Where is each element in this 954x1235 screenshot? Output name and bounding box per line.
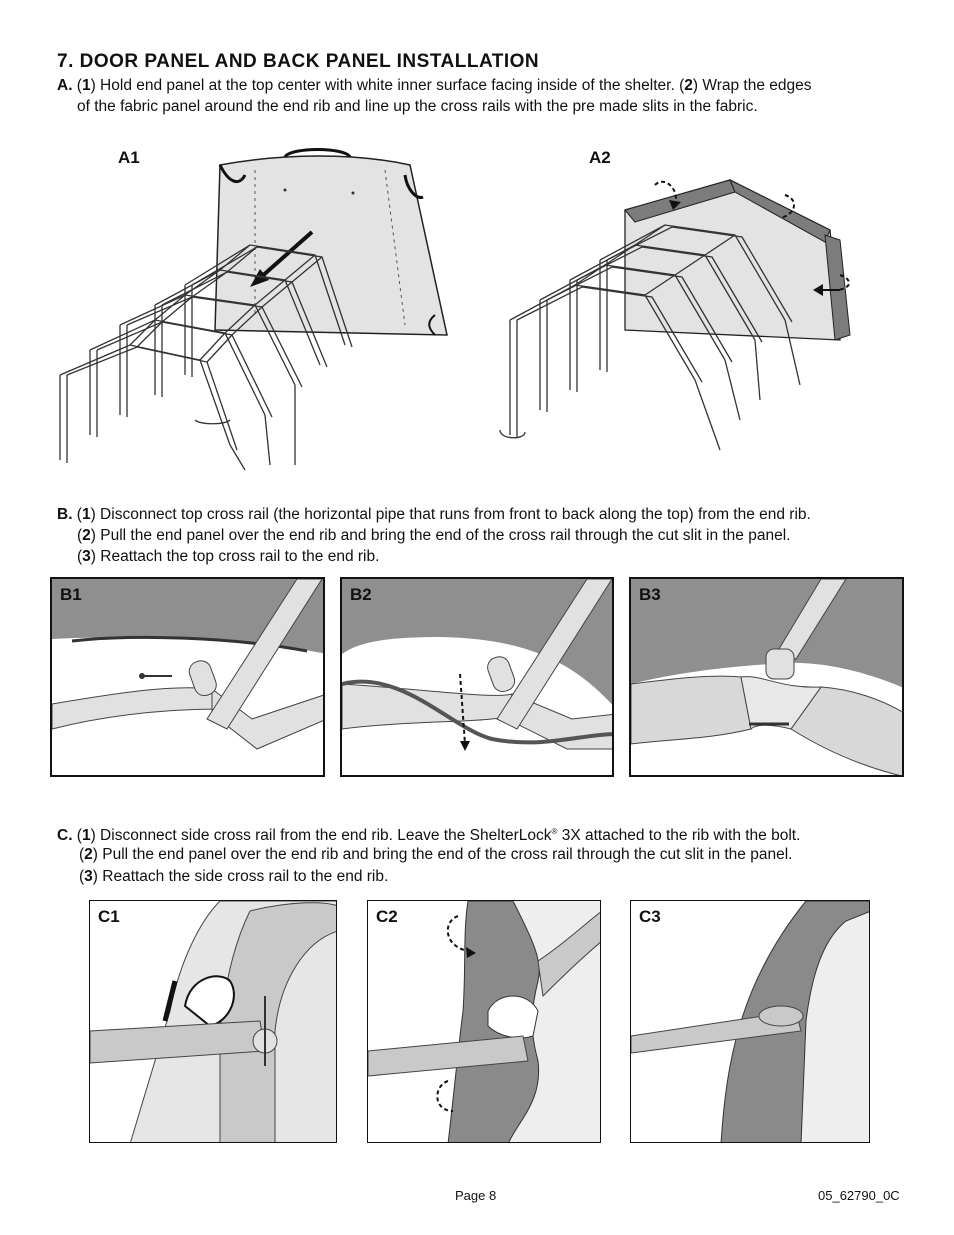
figure-b3-label: B3 bbox=[639, 585, 661, 604]
figure-b2-panel: B2 bbox=[340, 577, 614, 777]
figure-b2-illustration bbox=[342, 579, 612, 751]
step-a-text: A. (1) Hold end panel at the top center … bbox=[57, 77, 812, 94]
figure-b1-label: B1 bbox=[60, 585, 82, 604]
figure-a1-label: A1 bbox=[118, 148, 140, 167]
figure-a1-illustration bbox=[59, 148, 448, 471]
figure-c2-illustration bbox=[368, 901, 600, 1142]
page-number: Page 8 bbox=[455, 1188, 497, 1203]
figure-a2-illustration bbox=[499, 178, 851, 451]
figure-c3-panel: C3 bbox=[630, 900, 870, 1143]
step-b-text-1: B. (1) Disconnect top cross rail (the ho… bbox=[57, 506, 811, 523]
figure-c2-label: C2 bbox=[376, 907, 398, 926]
figure-b1-panel: B1 bbox=[50, 577, 325, 777]
figure-b2-label: B2 bbox=[350, 585, 372, 604]
document-code: 05_62790_0C bbox=[818, 1188, 900, 1203]
figure-c1-panel: C1 bbox=[89, 900, 337, 1143]
step-c-text-3: (3) Reattach the side cross rail to the … bbox=[79, 868, 389, 885]
step-a-text-line2: of the fabric panel around the end rib a… bbox=[77, 98, 758, 115]
figure-c1-illustration bbox=[90, 901, 336, 1142]
step-c-text-2: (2) Pull the end panel over the end rib … bbox=[79, 846, 793, 863]
figure-a2-label: A2 bbox=[589, 148, 611, 167]
section-title: 7. DOOR PANEL AND BACK PANEL INSTALLATIO… bbox=[57, 51, 540, 72]
figure-b3-panel: B3 bbox=[629, 577, 904, 777]
figure-b3-illustration bbox=[631, 579, 902, 775]
step-b-text-3: (3) Reattach the top cross rail to the e… bbox=[77, 548, 380, 565]
step-c-text-1: C. (1) Disconnect side cross rail from t… bbox=[57, 827, 801, 845]
figure-c2-panel: C2 bbox=[367, 900, 601, 1143]
figure-c3-illustration bbox=[631, 901, 869, 1142]
figure-c1-label: C1 bbox=[98, 907, 120, 926]
step-b-text-2: (2) Pull the end panel over the end rib … bbox=[77, 527, 791, 544]
figure-b1-illustration bbox=[52, 579, 323, 750]
figure-c3-label: C3 bbox=[639, 907, 661, 926]
